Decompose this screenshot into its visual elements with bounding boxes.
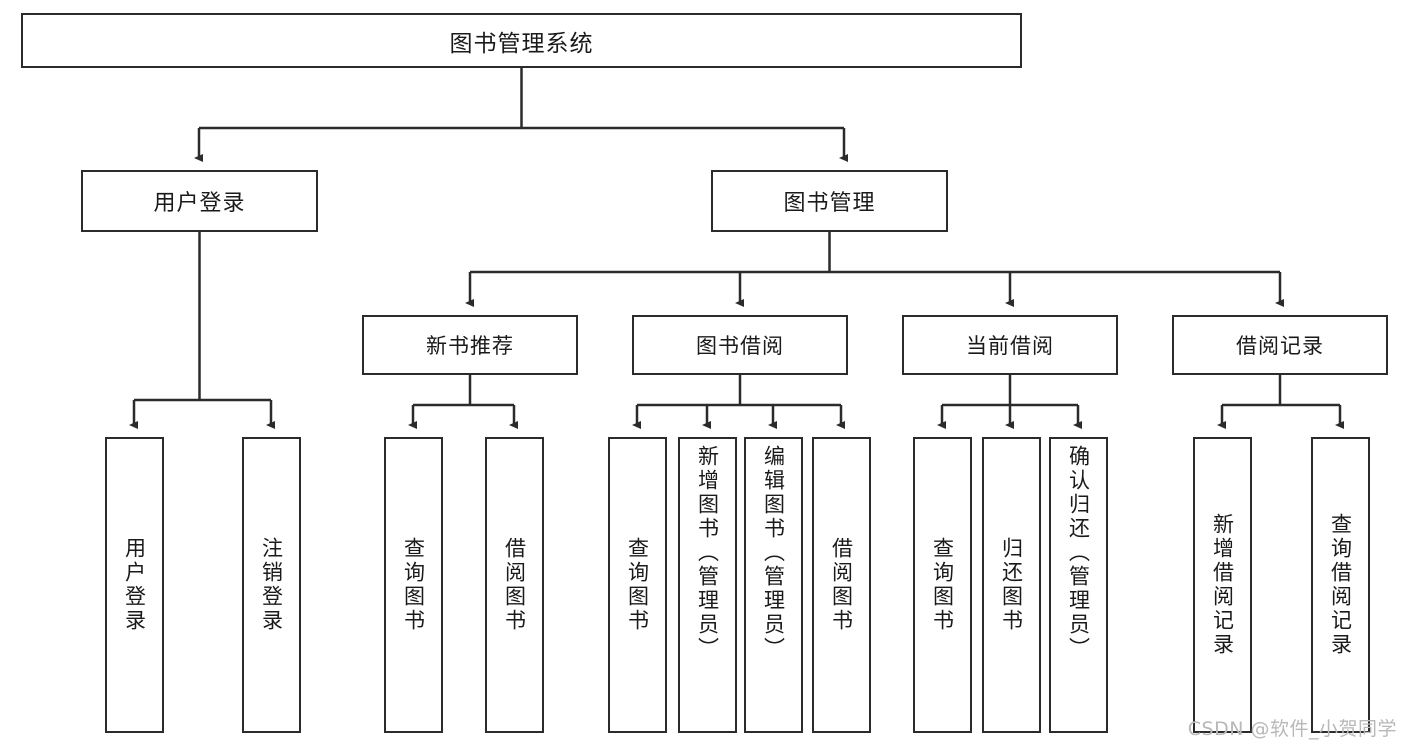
node-user-login-label: 用户登录 <box>153 191 246 216</box>
leaf-borrow-record-add[interactable]: 新增借阅记录 <box>1193 437 1252 733</box>
leaf-book-borrow-borrow[interactable]: 借阅图书 <box>812 437 871 733</box>
watermark-text: CSDN @软件_小贺同学 <box>1187 718 1397 740</box>
leaf-new-book-query-label: 查询图书 <box>401 537 426 633</box>
leaf-current-borrow-query-label: 查询图书 <box>930 537 955 633</box>
leaf-book-borrow-add[interactable]: 新增图书（管理员） <box>678 437 737 733</box>
node-book-borrow[interactable]: 图书借阅 <box>632 315 848 375</box>
node-borrow-record-label: 借阅记录 <box>1236 334 1324 358</box>
leaf-user-login-login-label: 用户登录 <box>122 537 147 633</box>
leaf-user-login-login[interactable]: 用户登录 <box>105 437 164 733</box>
node-current-borrow[interactable]: 当前借阅 <box>902 315 1118 375</box>
leaf-book-borrow-edit-label: 编辑图书（管理员） <box>761 445 786 661</box>
leaf-current-borrow-return-label: 归还图书 <box>999 537 1024 633</box>
leaf-new-book-borrow[interactable]: 借阅图书 <box>485 437 544 733</box>
leaf-borrow-record-query[interactable]: 查询借阅记录 <box>1311 437 1370 733</box>
node-user-login[interactable]: 用户登录 <box>81 170 318 232</box>
leaf-book-borrow-query[interactable]: 查询图书 <box>608 437 667 733</box>
leaf-new-book-query[interactable]: 查询图书 <box>384 437 443 733</box>
leaf-current-borrow-query[interactable]: 查询图书 <box>913 437 972 733</box>
node-new-book-recommend[interactable]: 新书推荐 <box>362 315 578 375</box>
leaf-user-login-logout[interactable]: 注销登录 <box>242 437 301 733</box>
leaf-current-borrow-confirm-label: 确认归还（管理员） <box>1066 445 1091 661</box>
leaf-book-borrow-query-label: 查询图书 <box>625 537 650 633</box>
leaf-user-login-logout-label: 注销登录 <box>259 537 284 633</box>
leaf-new-book-borrow-label: 借阅图书 <box>502 537 527 633</box>
node-book-borrow-label: 图书借阅 <box>696 334 784 358</box>
leaf-borrow-record-add-label: 新增借阅记录 <box>1210 513 1235 657</box>
leaf-current-borrow-return[interactable]: 归还图书 <box>982 437 1041 733</box>
leaf-book-borrow-add-label: 新增图书（管理员） <box>695 445 720 661</box>
node-new-book-recommend-label: 新书推荐 <box>426 334 514 358</box>
node-root-label: 图书管理系统 <box>449 30 594 57</box>
leaf-current-borrow-confirm[interactable]: 确认归还（管理员） <box>1049 437 1108 733</box>
node-current-borrow-label: 当前借阅 <box>966 334 1054 358</box>
node-book-management[interactable]: 图书管理 <box>711 170 948 232</box>
node-book-management-label: 图书管理 <box>783 191 876 216</box>
leaf-book-borrow-borrow-label: 借阅图书 <box>829 537 854 633</box>
leaf-book-borrow-edit[interactable]: 编辑图书（管理员） <box>744 437 803 733</box>
leaf-borrow-record-query-label: 查询借阅记录 <box>1328 513 1353 657</box>
node-root[interactable]: 图书管理系统 <box>21 13 1022 68</box>
node-borrow-record[interactable]: 借阅记录 <box>1172 315 1388 375</box>
